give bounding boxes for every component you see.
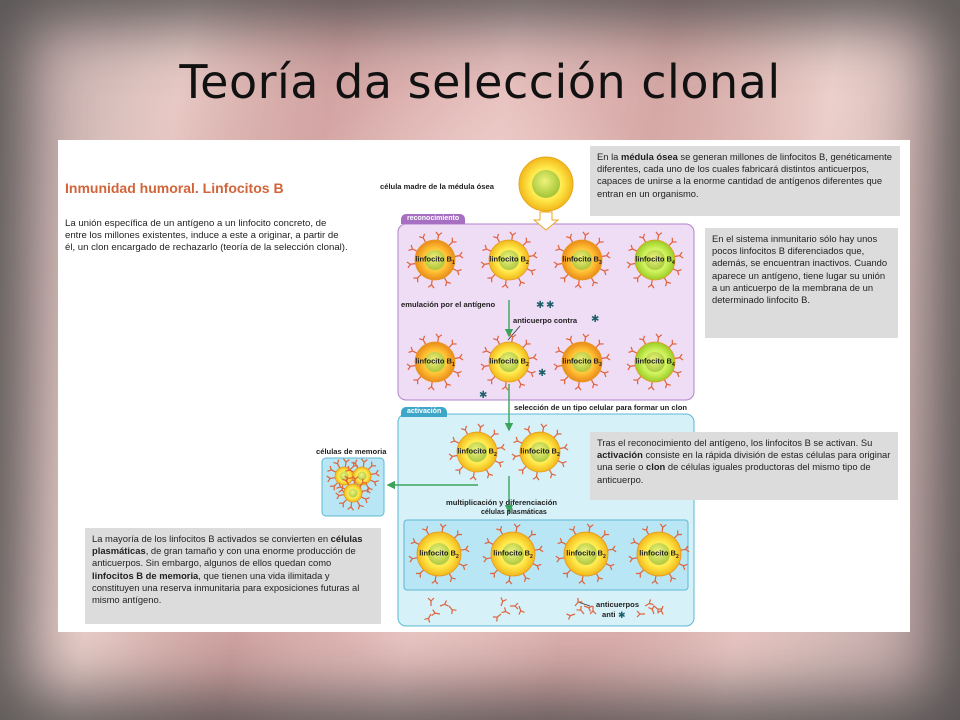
plasma-cell-1 <box>408 523 470 585</box>
svg-text:✱: ✱ <box>618 611 626 621</box>
tab-activacion: activación <box>401 407 448 417</box>
plasma-cell-2-label: linfocito B2 <box>493 548 533 560</box>
antigen-marks: ✱ ✱ ✱ ✱ ✱ ✱ <box>479 300 626 621</box>
label-emulacion: emulación por el antígeno <box>401 300 496 309</box>
lymphocyte-row1-1 <box>406 231 464 289</box>
plasma-cell-1-label: linfocito B2 <box>419 548 459 560</box>
panel-title: Inmunidad humoral. Linfocitos B <box>65 180 284 196</box>
memory-cell-3 <box>335 475 371 511</box>
memory-cell-1 <box>326 458 362 494</box>
plasma-cell-4 <box>628 523 690 585</box>
plasma-cell-3-label: linfocito B2 <box>566 548 606 560</box>
svg-text:✱: ✱ <box>591 314 599 325</box>
lymphocyte-row1-2-label: linfocito B2 <box>489 254 529 266</box>
svg-text:✱: ✱ <box>546 300 554 311</box>
lymphocyte-row1-2 <box>480 231 538 289</box>
lymphocyte-clon-2-label: linfocito B2 <box>520 446 560 458</box>
stem-cell-graphic <box>518 156 574 231</box>
lymphocyte-row2-1-label: linfocito B1 <box>415 356 455 368</box>
slide-title: Teoría da selección clonal <box>179 55 781 109</box>
lymphocyte-row2-2 <box>480 333 538 391</box>
panel-intro: La unión específica de un antígeno a un … <box>65 218 348 253</box>
tab-reconocimiento: reconocimiento <box>401 214 466 224</box>
label-anticuerpo-contra: anticuerpo contra <box>513 316 578 325</box>
anticuerpos-pointer <box>577 601 591 607</box>
lymphocyte-row1-4 <box>626 231 684 289</box>
label-celulas-plasmaticas: células plasmáticas <box>481 509 547 516</box>
lymphocyte-row2-3 <box>553 333 611 391</box>
label-celula-madre: célula madre de la médula ósea <box>380 182 494 191</box>
info-box-medula: En la médula ósea se generan millones de… <box>590 146 900 216</box>
label-seleccion: selección de un tipo celular para formar… <box>514 403 688 412</box>
anticuerpo-pointer <box>507 325 521 341</box>
lymphocyte-row2-4-label: linfocito B4 <box>635 356 675 368</box>
diagram-panel: ✱ ✱ ✱ ✱ ✱ ✱ Inmunidad humoral. Linfocito… <box>58 140 910 632</box>
lymphocyte-clon-2 <box>511 423 569 481</box>
cells-layer <box>326 231 690 624</box>
lymphocyte-row1-3-label: linfocito B3 <box>562 254 602 266</box>
info-box-plasmaticas: La mayoría de los linfocitos B activados… <box>85 528 381 624</box>
lymphocyte-clon-1-label: linfocito B2 <box>457 446 497 458</box>
svg-text:✱: ✱ <box>538 368 546 379</box>
plasmaticas-region <box>403 519 689 591</box>
lymphocyte-row2-4 <box>626 333 684 391</box>
plasma-cell-3 <box>555 523 617 585</box>
lymphocyte-row2-3-label: linfocito B3 <box>562 356 602 368</box>
plasma-cell-4-label: linfocito B2 <box>639 548 679 560</box>
label-celulas-memoria: células de memoria <box>316 447 387 456</box>
lymphocyte-row2-2-label: linfocito B2 <box>489 356 529 368</box>
lymphocyte-row1-1-label: linfocito B1 <box>415 254 455 266</box>
diagram-graphics: ✱ ✱ ✱ ✱ ✱ ✱ <box>321 156 695 627</box>
svg-text:✱: ✱ <box>479 390 487 401</box>
svg-text:✱: ✱ <box>536 300 544 311</box>
label-multiplicacion: multiplicación y diferenciación <box>446 498 557 507</box>
label-anti: anti <box>602 610 616 619</box>
lymphocyte-clon-1 <box>448 423 506 481</box>
info-box-activacion: Tras el reconocimiento del antígeno, los… <box>590 432 898 500</box>
info-box-sistema: En el sistema inmunitario sólo hay unos … <box>705 228 898 338</box>
label-anticuerpos: anticuerpos <box>596 600 640 609</box>
memory-cell-2 <box>344 458 380 494</box>
plasma-cell-2 <box>482 523 544 585</box>
lymphocyte-row1-4-label: linfocito B4 <box>635 254 675 266</box>
lymphocyte-row2-1 <box>406 333 464 391</box>
lymphocyte-row1-3 <box>553 231 611 289</box>
